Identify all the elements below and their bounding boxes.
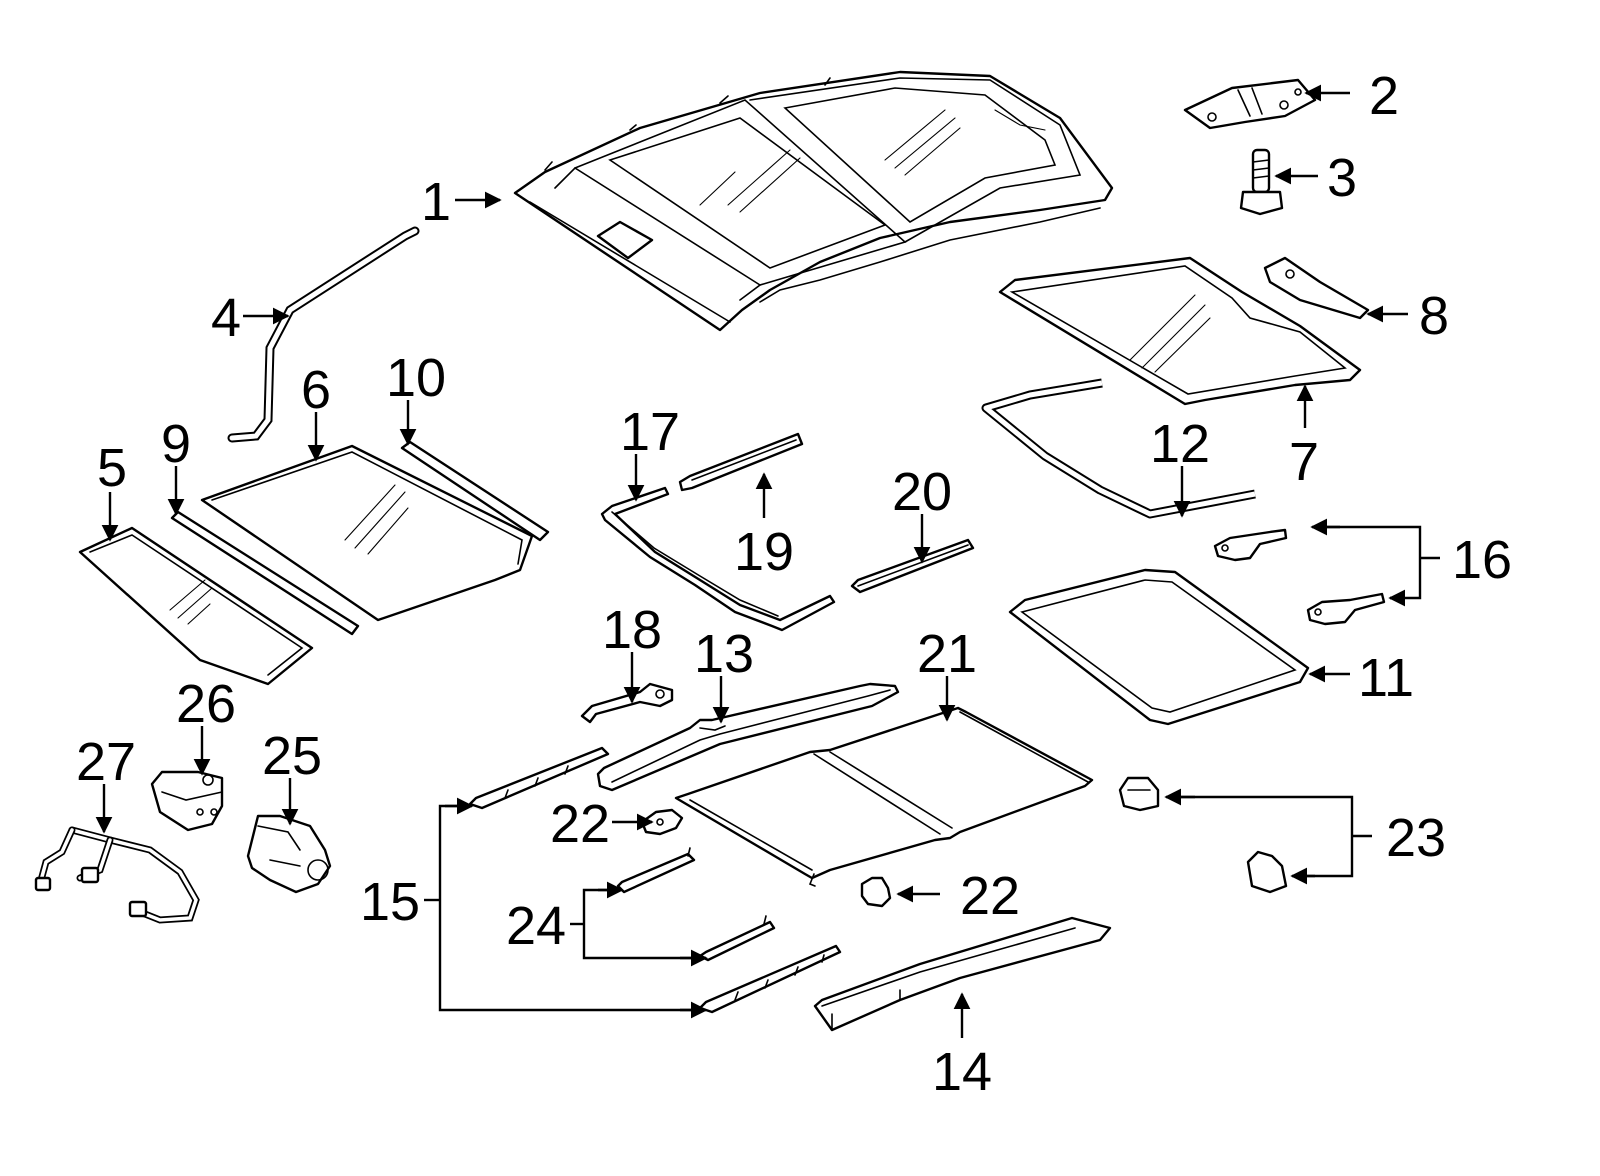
callout-13: 13 (694, 624, 754, 684)
drain-hose (227, 226, 420, 443)
callout-6: 6 (301, 360, 331, 420)
callout-20: 20 (892, 462, 952, 522)
deflector-cap (1263, 256, 1370, 320)
callout-labels: 1 2 3 4 5 6 7 8 9 10 11 12 13 14 15 16 1… (76, 66, 1512, 1102)
rail-19 (678, 432, 804, 492)
callout-14: 14 (932, 1042, 992, 1102)
callout-17: 17 (620, 402, 680, 462)
callout-11: 11 (1358, 648, 1414, 708)
callout-27: 27 (76, 732, 136, 792)
sunroof-frame (1008, 568, 1310, 726)
link-18 (580, 682, 674, 724)
callout-7: 7 (1289, 432, 1319, 492)
sunroof-glass (998, 256, 1362, 406)
guide-blocks-23 (1118, 776, 1288, 894)
callout-10: 10 (386, 348, 446, 408)
callout-21: 21 (917, 624, 977, 684)
bracket-part (1183, 78, 1317, 130)
callout-26: 26 (176, 674, 236, 734)
callout-1: 1 (421, 172, 451, 232)
callout-22-lower: 22 (960, 866, 1020, 926)
callout-12: 12 (1150, 414, 1210, 474)
callout-4: 4 (211, 288, 241, 348)
sunshade (674, 706, 1094, 887)
bolt-part (1239, 148, 1284, 216)
wire-harness-27 (34, 826, 200, 924)
callout-18: 18 (602, 600, 662, 660)
callout-8: 8 (1419, 286, 1449, 346)
rail-20 (850, 538, 975, 594)
weatherstrip (981, 378, 1256, 519)
callout-5: 5 (97, 438, 127, 498)
callout-24: 24 (506, 896, 566, 956)
callout-3: 3 (1327, 148, 1357, 208)
callout-16: 16 (1452, 530, 1512, 590)
front-housing (596, 682, 900, 792)
leader-lines (95, 84, 1440, 1038)
module-26 (150, 770, 224, 832)
rear-housing (813, 916, 1112, 1032)
brackets-16 (1213, 528, 1386, 626)
callout-9: 9 (161, 414, 191, 474)
motor-25 (246, 814, 332, 894)
callout-23: 23 (1386, 808, 1446, 868)
callout-25: 25 (262, 726, 322, 786)
callout-2: 2 (1369, 66, 1399, 126)
callout-15: 15 (360, 872, 420, 932)
rails-24 (616, 847, 776, 962)
front-glass (200, 444, 534, 622)
clip-22-lower (860, 876, 892, 908)
roof-panel (513, 70, 1114, 332)
callout-22-upper: 22 (550, 794, 610, 854)
curved-rail-17 (600, 486, 836, 632)
callout-19: 19 (734, 522, 794, 582)
rear-glass (78, 526, 314, 686)
